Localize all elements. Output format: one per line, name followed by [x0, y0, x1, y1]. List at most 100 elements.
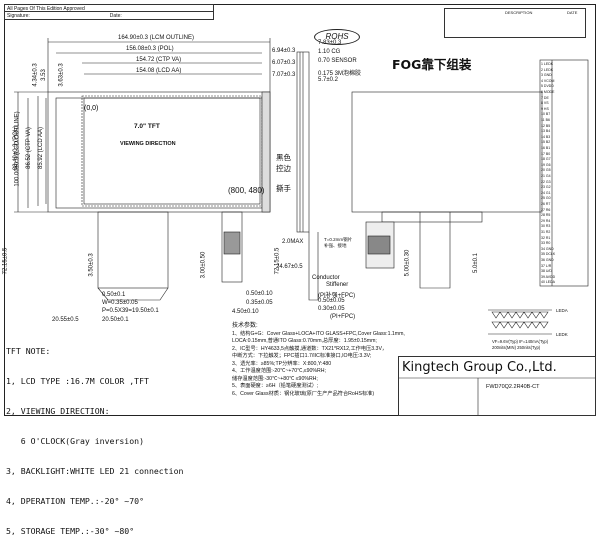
dim-pol-h: 88.49±0.3 (POL) — [13, 125, 20, 171]
pin-row: 20 G5 — [541, 168, 551, 173]
pin-row: 3 GND — [541, 73, 552, 78]
dim-783: 7.83±0.3 — [318, 40, 342, 46]
pin-row: 33 R0 — [541, 241, 551, 246]
t02-note: T=0.2mm钢片 补强、接地 — [324, 237, 353, 248]
pin-row: 32 R1 — [541, 235, 551, 240]
pin-row: 4 VCOM — [541, 78, 555, 83]
rohs-mark: ROHS — [314, 29, 360, 45]
dim-lcd-aa-h: 85.92 (LCD AA) — [38, 126, 45, 170]
black-border — [261, 91, 271, 213]
dim-tail-7215b: 72.15±0.5 — [274, 247, 281, 275]
pin-row: 13 B4 — [541, 129, 551, 134]
pin-row: 28 R5 — [541, 213, 551, 218]
revision-block: DESCRIPTION DATE — [444, 8, 586, 38]
pin-row: 38 U/D — [541, 269, 552, 274]
tft-notes: TFT NOTE: 1, LCD TYPE :16.7M COLOR ,TFT … — [6, 326, 183, 546]
ledk-label: LEDK — [556, 332, 568, 337]
pin-row: 15 B2 — [541, 140, 551, 145]
dim-2050: 20.50±0.1 — [102, 317, 129, 323]
pin-row: 5 DVDD — [541, 84, 554, 89]
pin-row: 11 B6 — [541, 118, 550, 122]
dim-450: 4.50±0.10 — [232, 309, 259, 315]
note-line: 4, DPERATION TEMP.:-20° ~70° — [6, 496, 145, 506]
dim-353: 3.53 — [40, 69, 47, 81]
tech-line: 2、IC型号：HY4633,5点触摸,通道数：TX21*RX12,工作电压3.3… — [232, 345, 388, 352]
leda-label: LEDA — [556, 308, 568, 313]
tech-line: 1、结构G+G：Cover Glass+LOCA+ITO GLASS+FPC,C… — [232, 330, 405, 337]
fpc-tail-2 — [221, 211, 243, 283]
origin-label: (0,0) — [84, 105, 98, 112]
dim-070: 0.70 SENSOR — [318, 58, 357, 64]
note-line: 6 O'CLOCK(Gray inversion) — [6, 436, 145, 446]
pin-row: 2 LEDK — [541, 67, 554, 72]
pin-row: 37 L/R — [541, 263, 552, 268]
revision-date: DATE — [567, 10, 578, 15]
tear-tab-label: 撕手 — [276, 184, 291, 193]
dim-500: 5.00±0.30 — [404, 249, 411, 277]
fpc-tail — [97, 211, 169, 289]
dim-607: 6.07±0.3 — [272, 60, 296, 66]
pin-row: 31 R2 — [541, 230, 551, 234]
pin-row: 7 DE — [541, 95, 549, 100]
dim-0175: 0.175 3M泡棉胶 — [318, 71, 362, 77]
pin-row: 19 G6 — [541, 162, 551, 167]
dim-707: 7.07±0.3 — [272, 72, 296, 78]
pin-row: 29 R4 — [541, 218, 551, 223]
viewing-direction: VIEWING DIRECTION — [120, 141, 176, 147]
pin-row: 18 G7 — [541, 157, 551, 162]
stiffener-label: Stiffener — [326, 282, 349, 288]
revision-description: DESCRIPTION — [505, 10, 533, 15]
pin-row: 12 B5 — [541, 123, 551, 128]
dim-434: 4.34±0.3 — [32, 63, 39, 87]
dim-110: 1.10 CG — [318, 49, 341, 55]
dim-363: 3.63±0.3 — [58, 63, 65, 87]
tech-line: 6、Cover Glass材质：钢化玻璃(原厂生产产品符合RoHS标准) — [232, 390, 375, 397]
tech-line: 4、工作温度范围:-20℃~+70℃,≤90%RH; — [232, 368, 326, 374]
pin-row: 10 B7 — [541, 112, 551, 117]
dim-050: 0.50±0.1 — [102, 292, 126, 298]
tech-line: 储存温度范围:-30℃~+80℃ ≤90%RH; — [232, 375, 318, 382]
pin-row: 14 B3 — [541, 134, 551, 139]
part-number: FWD70Q2.2R40B-CT — [486, 384, 540, 390]
pin-row: 9 HS — [541, 106, 549, 111]
pin-row: 40 LEDA — [541, 280, 556, 285]
pi-fpc-label: (PI补强+FPC) — [318, 293, 356, 299]
dim-p: P=0.5X39=19.50±0.1 — [102, 308, 159, 314]
title-block — [398, 356, 596, 416]
dim-035: 0.35±0.05 — [246, 300, 273, 306]
dim-2467: 24.67±0.5 — [276, 264, 303, 270]
tech-line: 中断方式：下拉触发；FPC插口1.7/IIC标准接口,IO电压:3.3V; — [232, 353, 372, 359]
dim-pol-w: 156.08±0.3 (POL) — [126, 46, 174, 52]
back-view — [351, 91, 543, 213]
note-line: 3, BACKLIGHT:WHITE LED 21 connection — [6, 466, 184, 476]
pin-row: 25 G0 — [541, 196, 551, 201]
dim-ctp-va-h: 86.52 (CTP VA) — [25, 127, 32, 169]
signature-row: Signature:Date: — [4, 12, 214, 20]
pin-row: 27 R6 — [541, 207, 551, 212]
tech-line: LOCA:0.15mm,普通ITO Glass:0.70mm,总厚度：1.95±… — [232, 338, 377, 344]
pin-row: 34 GND — [541, 246, 554, 251]
black-border-label: 黑色 控边 — [276, 153, 291, 173]
dim-lcd-aa-w: 154.08 (LCD AA) — [136, 68, 182, 74]
led-luminance: 200nits(MIN) 250nits(Typ) — [492, 345, 541, 350]
approval-header: All Pages Of This Edition Approved Signa… — [4, 4, 214, 20]
led-schematic — [488, 309, 552, 335]
dim-w: W=0.35±0.05 — [102, 300, 138, 306]
connector-pad — [223, 231, 241, 255]
pi-fpc-label-2: (PI+FPC) — [330, 314, 356, 320]
dim-300: 3.00±0.50 — [200, 251, 207, 279]
fog-note: FOG靠下组装 — [392, 57, 472, 72]
dim-050b: 0.50±0.10 — [246, 291, 273, 297]
tech-params: 技术参数: 1、结构G+G：Cover Glass+LOCA+ITO GLASS… — [232, 323, 405, 398]
dim-694: 6.94±0.3 — [272, 48, 296, 54]
dim-2max: 2.0MAX — [282, 239, 304, 245]
dim-030: 0.30±0.05 — [318, 306, 345, 312]
approval-text: All Pages Of This Edition Approved — [4, 4, 214, 12]
notes-title: TFT NOTE: — [6, 346, 51, 356]
pin-row: 24 G1 — [541, 190, 551, 195]
note-line: 5, STORAGE TEMP.:-30° ~80° — [6, 526, 135, 536]
pin-row: 6 MODE — [541, 90, 555, 94]
dim-ctp-va-w: 154.72 (CTP VA) — [136, 57, 182, 63]
lcd-aa — [83, 97, 261, 205]
mechanical-drawing: (0,0) — [14, 38, 596, 416]
